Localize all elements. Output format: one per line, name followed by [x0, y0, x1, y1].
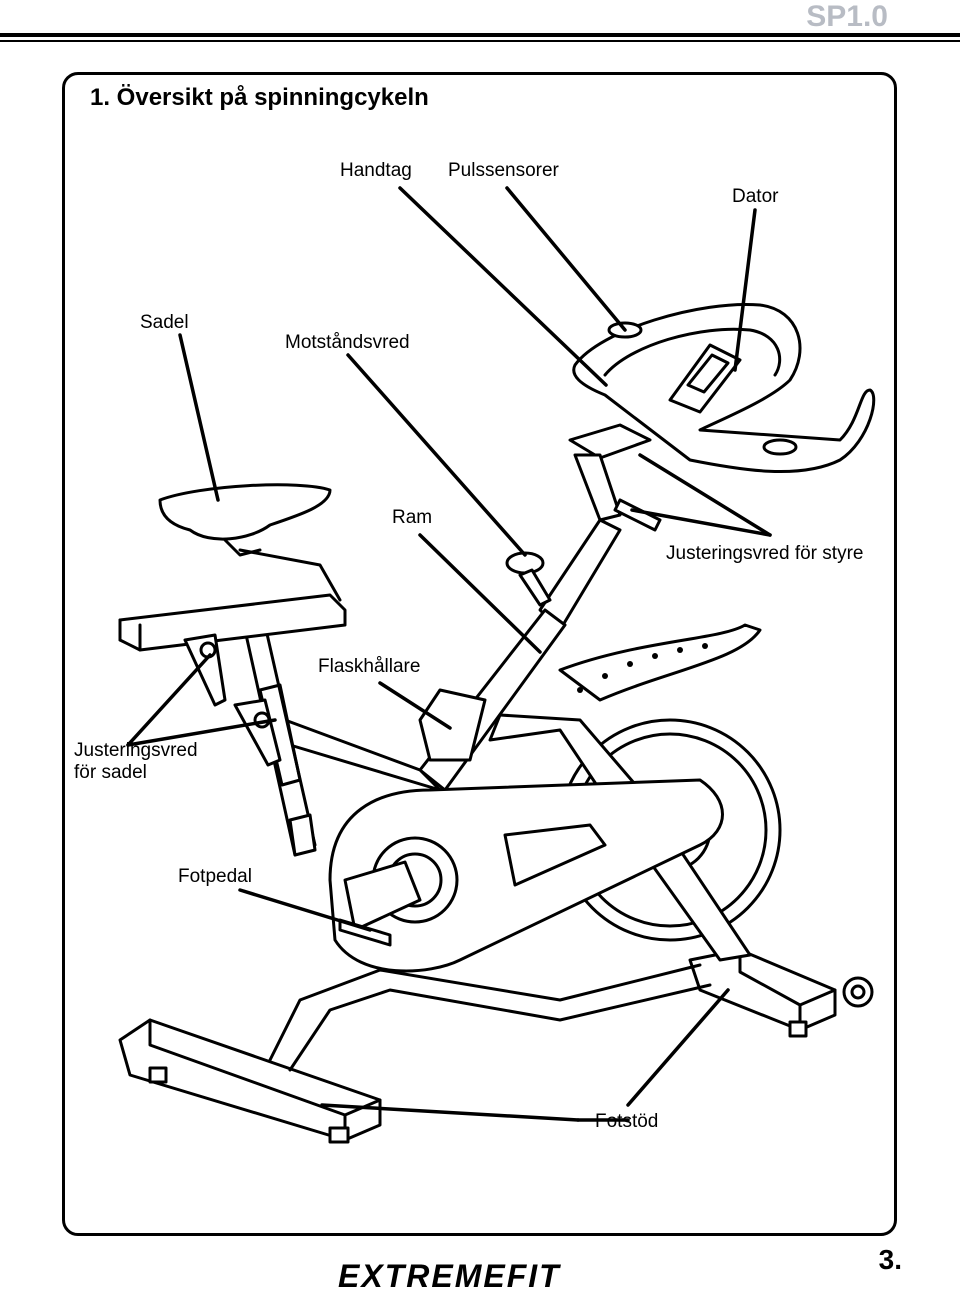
page-number: 3. [878, 1244, 902, 1275]
section-title: 1. Översikt på spinningcykeln [90, 84, 429, 111]
lower-frame [268, 963, 702, 1062]
label-flaskhallare: Flaskhållare [318, 656, 421, 677]
label-handtag: Handtag [340, 160, 412, 181]
pedal-crank [338, 836, 459, 947]
seat-knob [183, 633, 227, 707]
header-rule [0, 33, 960, 37]
label-justeringsvred-sadel: Justeringsvred för sadel [74, 740, 198, 783]
label-sadel: Sadel [140, 312, 189, 333]
label-pulssensorer: Pulssensorer [448, 160, 559, 181]
label-dator: Dator [732, 186, 779, 207]
content-frame [62, 72, 897, 1236]
label-fotpedal: Fotpedal [178, 866, 252, 887]
label-fotstod: Fotstöd [595, 1111, 659, 1132]
saddle [158, 483, 342, 602]
header-rule-thin [0, 40, 960, 42]
chain-guard [328, 778, 724, 973]
front-fork-tube [488, 713, 752, 962]
brand-logo: EXTREMEFIT [338, 1258, 561, 1294]
rear-frame-tube [283, 718, 442, 792]
leader-lines [126, 186, 772, 1122]
flywheel-guard [558, 623, 762, 702]
console [668, 343, 742, 414]
front-base-foot [688, 948, 874, 1038]
bottle-holder [418, 688, 487, 762]
label-justeringsvred-styre: Justeringsvred för styre [666, 543, 864, 564]
seat-slider [118, 593, 347, 652]
resistance-knob [505, 551, 552, 607]
label-motstandsvred: Motståndsvred [285, 332, 410, 353]
document-code: SP1.0 [806, 0, 888, 33]
rear-base-foot [118, 1018, 382, 1144]
handlebar-stem [568, 423, 662, 532]
label-ram: Ram [392, 507, 433, 528]
